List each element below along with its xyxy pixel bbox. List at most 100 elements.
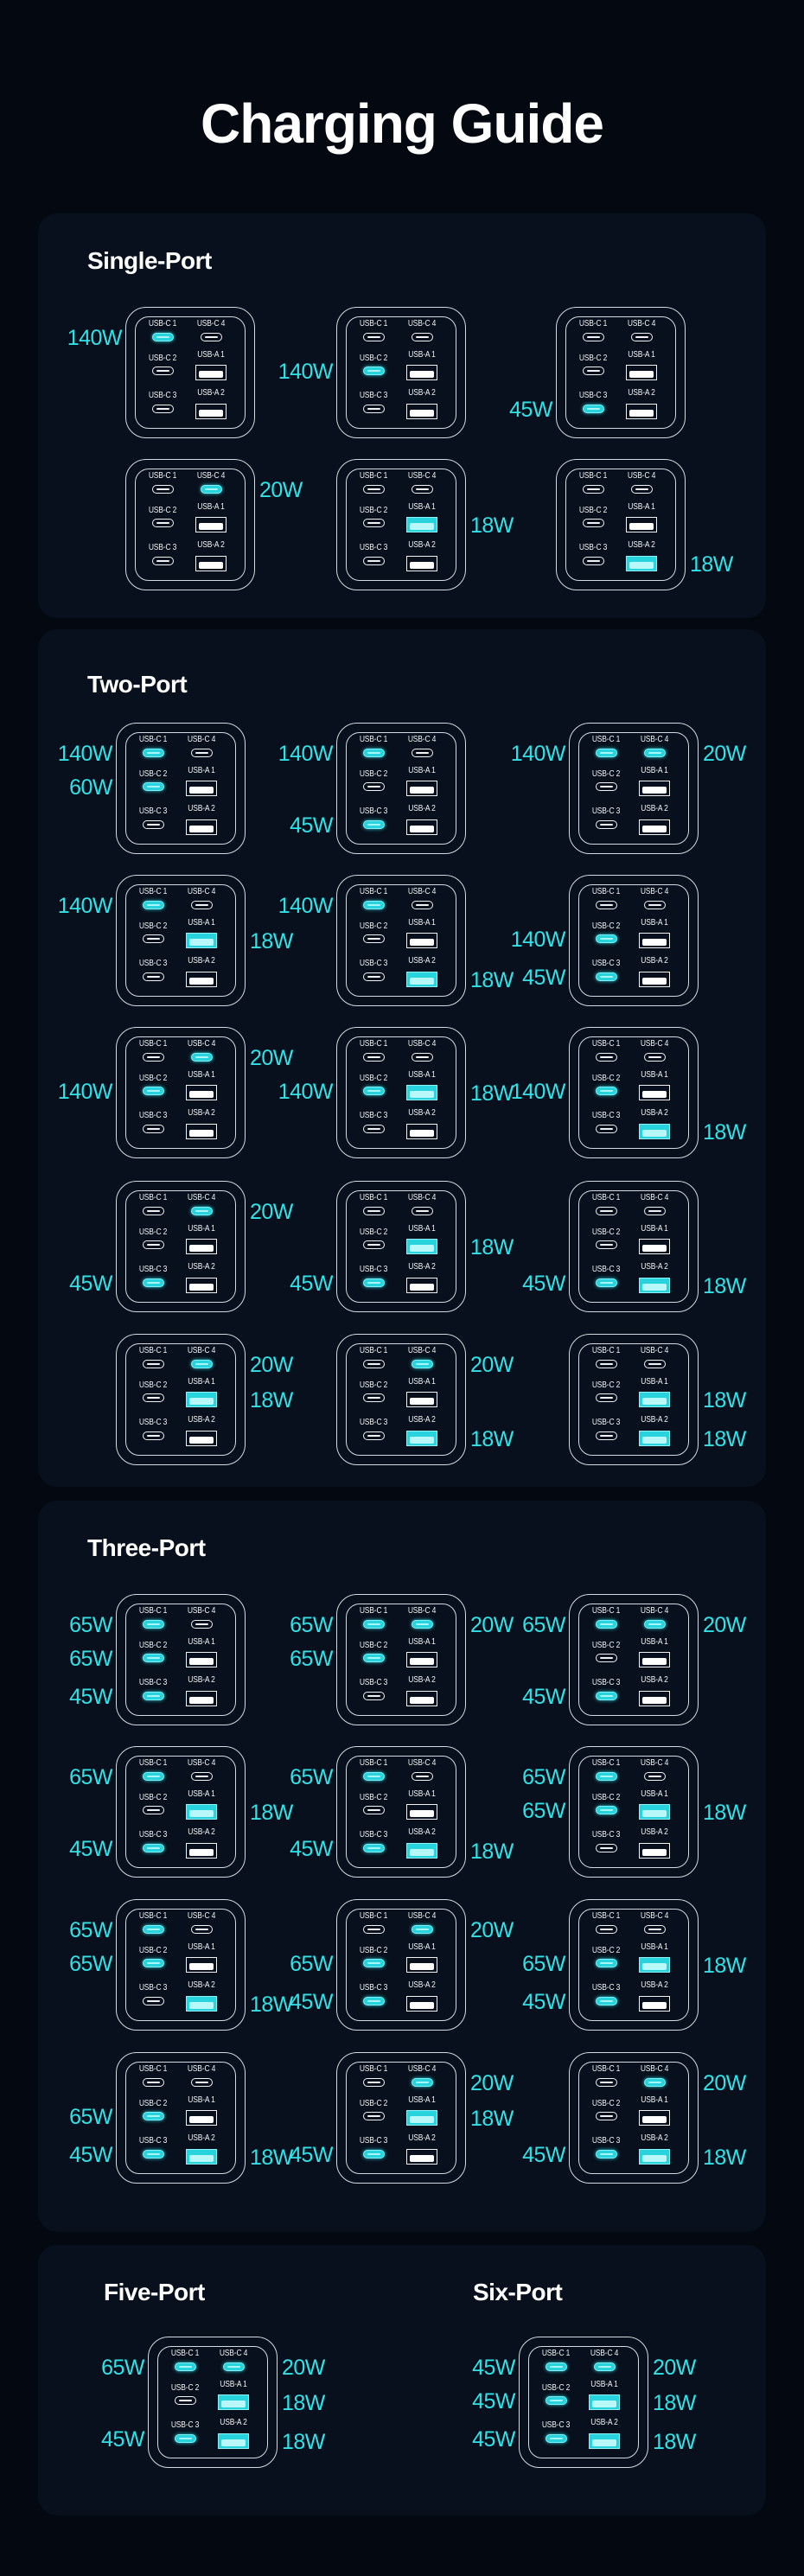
port-label: USB-C 3	[171, 2420, 200, 2431]
power-output-label: 65W	[522, 1952, 565, 1976]
port-label: USB-C 2	[171, 2383, 200, 2394]
usb-c-port-icon	[362, 1087, 385, 1096]
section-title: Six-Port	[473, 2279, 563, 2305]
usb-c-port-icon	[595, 1654, 617, 1663]
usb-a-port-icon	[626, 517, 658, 533]
usb-c-port-icon	[190, 1053, 213, 1062]
port-label: USB-A 2	[641, 804, 669, 814]
port-label: USB-C 4	[408, 1193, 437, 1203]
usb-c-port-icon	[643, 1207, 666, 1216]
usb-a-port-icon	[406, 2110, 438, 2126]
port-label: USB-A 1	[641, 1789, 669, 1800]
usb-c-port-icon	[222, 2362, 245, 2372]
usb-a-port-icon	[186, 1278, 218, 1294]
usb-c-port-icon	[595, 972, 617, 982]
power-output-label: 45W	[522, 1990, 565, 2014]
usb-c-port-icon	[362, 934, 385, 944]
usb-a-port-icon	[589, 2394, 621, 2411]
usb-c-port-icon	[362, 485, 385, 494]
usb-c-port-icon	[643, 1620, 666, 1629]
power-output-label: 45W	[522, 1272, 565, 1296]
usb-c-port-icon	[545, 2396, 567, 2406]
section-title: Five-Port	[104, 2279, 205, 2305]
port-label: USB-C 2	[149, 506, 177, 516]
port-label: USB-C 2	[579, 354, 608, 364]
usb-c-port-icon	[595, 901, 617, 910]
power-output-label: 18W	[470, 1840, 514, 1864]
port-label: USB-C 4	[641, 1346, 669, 1356]
power-output-label: 18W	[282, 2391, 325, 2415]
port-label: USB-A 1	[628, 502, 656, 513]
usb-a-port-icon	[406, 1957, 438, 1973]
port-label: USB-A 1	[408, 1942, 437, 1953]
usb-c-port-icon	[362, 1844, 385, 1853]
power-output-label: 60W	[69, 775, 112, 800]
section-title: Single-Port	[87, 247, 212, 274]
power-output-label: 65W	[69, 1765, 112, 1789]
usb-a-port-icon	[589, 2433, 621, 2450]
port-label: USB-A 1	[220, 2380, 248, 2390]
charger-face	[565, 469, 676, 581]
usb-c-port-icon	[362, 1692, 385, 1701]
usb-c-port-icon	[362, 1654, 385, 1663]
port-label: USB-C 4	[628, 319, 656, 329]
power-output-label: 65W	[290, 1952, 333, 1976]
charger-face	[578, 732, 689, 845]
port-label: USB-C 2	[139, 1227, 168, 1238]
port-label: USB-A 1	[188, 2095, 216, 2106]
port-label: USB-C 3	[360, 2136, 388, 2146]
charger-face	[135, 316, 246, 429]
power-output-label: 20W	[470, 1613, 514, 1637]
usb-c-port-icon	[362, 2150, 385, 2159]
port-label: USB-C 1	[360, 1758, 388, 1769]
charger-face	[135, 469, 246, 581]
usb-a-port-icon	[639, 972, 671, 988]
port-label: USB-A 1	[408, 1070, 437, 1081]
port-label: USB-C 2	[139, 1793, 168, 1803]
port-label: USB-C 4	[188, 1606, 216, 1616]
port-label: USB-C 4	[641, 735, 669, 745]
port-label: USB-A 2	[188, 804, 216, 814]
usb-a-port-icon	[186, 1431, 218, 1447]
power-output-label: 20W	[282, 2356, 325, 2380]
port-label: USB-C 3	[139, 1418, 168, 1428]
usb-a-port-icon	[218, 2394, 250, 2411]
usb-a-port-icon	[186, 1843, 218, 1859]
usb-a-port-icon	[406, 1804, 438, 1820]
charger-face	[346, 2062, 456, 2174]
usb-c-port-icon	[545, 2434, 567, 2444]
usb-c-port-icon	[595, 1278, 617, 1288]
port-label: USB-C 3	[139, 2136, 168, 2146]
usb-a-port-icon	[406, 1392, 438, 1408]
usb-a-port-icon	[195, 404, 227, 420]
usb-c-port-icon	[595, 1806, 617, 1815]
usb-c-port-icon	[595, 2150, 617, 2159]
usb-c-port-icon	[582, 367, 604, 376]
port-label: USB-C 4	[220, 2349, 248, 2359]
usb-a-port-icon	[406, 365, 438, 381]
power-output-label: 18W	[470, 513, 514, 538]
usb-a-port-icon	[186, 1124, 218, 1140]
port-label: USB-A 1	[641, 918, 669, 928]
port-label: USB-C 1	[360, 1911, 388, 1922]
usb-c-port-icon	[643, 2078, 666, 2088]
port-label: USB-A 2	[197, 388, 226, 399]
port-label: USB-C 3	[360, 1678, 388, 1688]
power-output-label: 140W	[278, 742, 334, 766]
usb-a-port-icon	[186, 933, 218, 949]
power-output-label: 18W	[703, 1388, 746, 1412]
power-output-label: 65W	[522, 1765, 565, 1789]
usb-c-port-icon	[142, 1997, 164, 2006]
power-output-label: 20W	[470, 1353, 514, 1377]
usb-c-port-icon	[151, 557, 174, 566]
usb-c-port-icon	[595, 820, 617, 830]
usb-a-port-icon	[639, 1996, 671, 2012]
usb-a-port-icon	[639, 1804, 671, 1820]
